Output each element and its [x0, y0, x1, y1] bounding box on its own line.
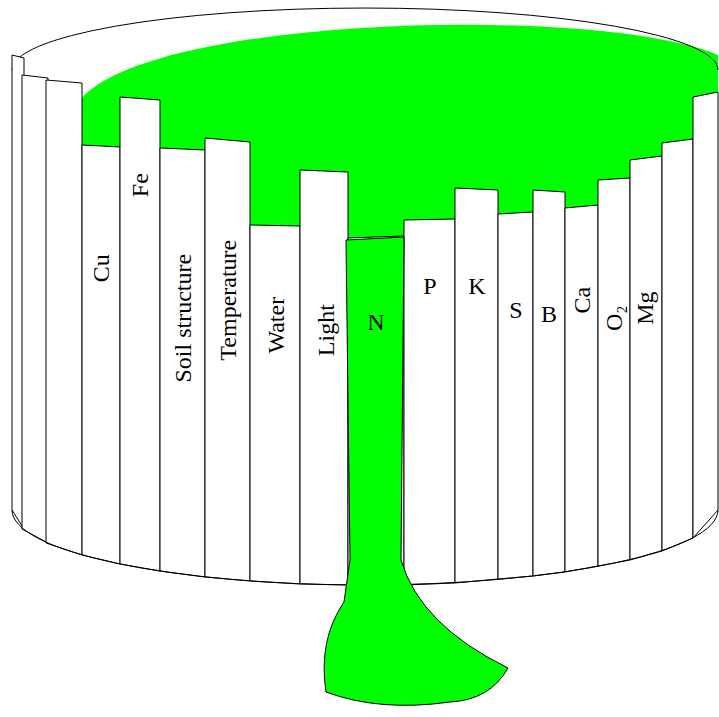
stave-label: O₂: [601, 305, 627, 331]
stave-label: B: [541, 301, 557, 327]
stave-label: Water: [263, 297, 289, 354]
stave-label-box: S: [505, 295, 526, 325]
stave-label: Ca: [569, 287, 595, 314]
stave-label: Mg: [633, 291, 659, 324]
stave-label: Cu: [88, 254, 114, 282]
stave-label-box: Ca: [567, 283, 597, 318]
stave-label: S: [509, 297, 522, 323]
stave-label: K: [468, 273, 485, 299]
stave-label-box: N: [363, 307, 388, 337]
stave-label-box: Cu: [86, 250, 116, 286]
stave-label-box: K: [464, 271, 489, 301]
barrel-rim: [12, 8, 718, 70]
stave-label-box: B: [537, 299, 561, 329]
stave-label-box: Fe: [125, 169, 155, 201]
stave-label: Fe: [127, 173, 153, 197]
stave-label-box: Soil structure: [168, 250, 198, 387]
stave-label: Light: [313, 304, 339, 356]
stave-label: Temperature: [215, 240, 241, 361]
overflow-stream: [324, 237, 508, 705]
stave-label: N: [367, 309, 384, 335]
stave-label-box: Mg: [631, 287, 661, 328]
stave-label: Soil structure: [170, 254, 196, 383]
stave-label-box: Light: [311, 300, 341, 360]
stave-label-box: Water: [261, 293, 291, 358]
stave-label-box: Temperature: [213, 236, 243, 365]
stave-label: P: [423, 273, 436, 299]
stave-label-box: O₂: [599, 301, 629, 335]
stave-label-box: P: [419, 271, 440, 301]
